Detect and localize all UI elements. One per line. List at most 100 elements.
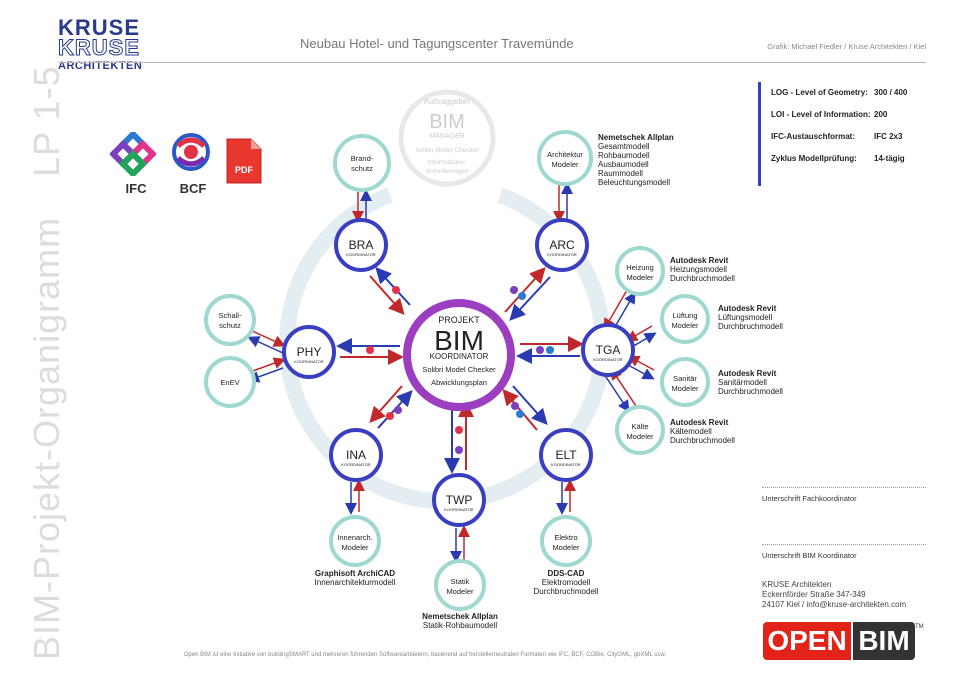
pdf-transfer-icon bbox=[366, 346, 374, 354]
coordinator-twp[interactable]: TWP KOORDINATOR bbox=[432, 473, 486, 527]
modeler-kaelte[interactable] bbox=[615, 405, 665, 455]
info-row-cycle: Zyklus Modellprüfung:14-tägig bbox=[771, 154, 926, 163]
modeler-label: Lüftung bbox=[672, 311, 697, 320]
logo-line2: KRUSE bbox=[58, 35, 141, 60]
center-line1: PROJEKT bbox=[438, 315, 480, 325]
modeler-label: EnEV bbox=[220, 378, 239, 387]
transfer-icons bbox=[366, 286, 554, 454]
modeler-label: Modeler bbox=[341, 543, 369, 552]
coordinator-tga[interactable]: TGA KOORDINATOR bbox=[581, 323, 635, 377]
coordinator-sub: KOORDINATOR bbox=[593, 357, 623, 362]
info-value: 14-tägig bbox=[874, 154, 905, 163]
ifc-logo-icon bbox=[108, 129, 158, 179]
coordinator-sub: KOORDINATOR bbox=[294, 359, 324, 364]
modeler-label: Elektro bbox=[554, 533, 577, 542]
info-value: 300 / 400 bbox=[874, 88, 908, 97]
modeler-innenarchitektur[interactable] bbox=[329, 515, 381, 567]
coordinator-label: TWP bbox=[446, 493, 473, 507]
pdf-label: PDF bbox=[235, 165, 253, 175]
client-line1: Auftraggeber bbox=[424, 97, 471, 106]
model-line: Kältemodell bbox=[670, 427, 712, 436]
model-line: Innenarchitekturmodell bbox=[314, 578, 396, 587]
address-line: KRUSE Architekten bbox=[762, 580, 832, 589]
modeler-label: schutz bbox=[219, 321, 241, 330]
info-value: 200 bbox=[874, 110, 888, 119]
kruse-logo: KRUSE KRUSE ARCHITEKTEN bbox=[58, 17, 150, 73]
model-line: Durchbruchmodell bbox=[670, 436, 735, 445]
modeler-schallschutz[interactable] bbox=[204, 294, 256, 346]
client-line3: MANAGER bbox=[429, 133, 464, 140]
modeler-heizung[interactable] bbox=[615, 246, 665, 296]
model-line: Durchbruchmodell bbox=[718, 387, 783, 396]
coordinator-label: ELT bbox=[555, 448, 577, 462]
model-line: Durchbruchmodell bbox=[533, 587, 599, 596]
model-line: Elektromodell bbox=[541, 578, 591, 587]
model-line: Raummodell bbox=[598, 169, 643, 178]
software-title: Autodesk Revit bbox=[718, 369, 777, 378]
ifc-label: IFC bbox=[125, 181, 147, 196]
modeler-brandschutz[interactable] bbox=[333, 134, 391, 192]
modeler-label: Modeler bbox=[552, 543, 580, 552]
modeler-label: Brand- bbox=[351, 154, 374, 163]
model-line: Ausbaumodell bbox=[598, 160, 649, 169]
center-line2: BIM bbox=[434, 325, 484, 356]
model-line: Durchbruchmodell bbox=[718, 322, 783, 331]
address-line: Eckernförder Straße 347-349 bbox=[762, 590, 866, 599]
ifc-transfer-icon bbox=[510, 286, 518, 294]
modeler-elektro[interactable] bbox=[540, 515, 592, 567]
ifc-transfer-icon bbox=[536, 346, 544, 354]
model-line: Sanitärmodell bbox=[718, 378, 767, 387]
modeler-lueftung[interactable] bbox=[660, 294, 710, 344]
bcf-transfer-icon bbox=[392, 286, 400, 294]
signature-bim-koordinator[interactable]: Unterschrift BIM Koordinator bbox=[762, 544, 926, 560]
bcf-transfer-icon bbox=[516, 410, 524, 418]
pdf-format: PDF bbox=[225, 137, 265, 185]
model-line: Rohbaumodell bbox=[598, 151, 650, 160]
modeler-label: Modeler bbox=[671, 321, 699, 330]
software-statik: Nemetschek Allplan Statik-Rohbaumodell bbox=[405, 612, 515, 630]
modeler-statik[interactable] bbox=[434, 559, 486, 611]
coordinator-label: BRA bbox=[349, 238, 374, 252]
signature-fachkoordinator[interactable]: Unterschrift Fachkoordinator bbox=[762, 487, 926, 503]
coordinator-label: INA bbox=[346, 448, 366, 462]
software-elektro: DDS-CAD Elektromodell Durchbruchmodell bbox=[516, 569, 616, 596]
coordinator-sub: KOORDINATOR bbox=[341, 462, 371, 467]
coordinator-sub: KOORDINATOR bbox=[346, 252, 376, 257]
coordinator-sub: KOORDINATOR bbox=[444, 507, 474, 512]
bcf-logo-icon bbox=[172, 133, 210, 171]
info-key: IFC-Austauschformat: bbox=[771, 132, 856, 141]
coordinator-arc[interactable]: ARC KOORDINATOR bbox=[535, 218, 589, 272]
modeler-label: Sanitär bbox=[673, 374, 697, 383]
client-line6: Anforderungen bbox=[425, 168, 468, 175]
software-title: Autodesk Revit bbox=[670, 418, 729, 427]
info-row-log: LOG - Level of Geometry:300 / 400 bbox=[771, 88, 926, 97]
modeler-enev[interactable] bbox=[204, 356, 256, 408]
modeler-label: Statik bbox=[451, 577, 470, 586]
modeler-sanitaer[interactable] bbox=[660, 357, 710, 407]
bcf-transfer-icon bbox=[518, 292, 526, 300]
coordinator-elt[interactable]: ELT KOORDINATOR bbox=[539, 428, 593, 482]
software-heizung: Autodesk Revit Heizungsmodell Durchbruch… bbox=[670, 256, 735, 283]
software-kaelte: Autodesk Revit Kältemodell Durchbruchmod… bbox=[670, 418, 735, 445]
modeler-label: Modeler bbox=[626, 432, 654, 441]
openbim-logo: OPEN BIM TM bbox=[763, 622, 924, 660]
address-line: 24107 Kiel / info@kruse-architekten.com bbox=[762, 600, 907, 609]
company-address: KRUSE Architekten Eckernförder Straße 34… bbox=[762, 580, 906, 610]
coordinator-bra[interactable]: BRA KOORDINATOR bbox=[334, 218, 388, 272]
coordinator-ina[interactable]: INA KOORDINATOR bbox=[329, 428, 383, 482]
model-line: Durchbruchmodell bbox=[670, 274, 735, 283]
modeler-label: Modeler bbox=[671, 384, 699, 393]
model-line: Gesamtmodell bbox=[598, 142, 650, 151]
bim-coordinator-node[interactable] bbox=[403, 299, 515, 411]
coordinator-phy[interactable]: PHY KOORDINATOR bbox=[282, 325, 336, 379]
modeler-label: Modeler bbox=[626, 273, 654, 282]
modeler-label: Modeler bbox=[551, 160, 579, 169]
info-row-loi: LOI - Level of Information:200 bbox=[771, 110, 926, 119]
modeler-label: Kälte bbox=[631, 422, 648, 431]
modeler-architektur[interactable] bbox=[537, 130, 593, 186]
coordinator-label: ARC bbox=[549, 238, 575, 252]
coordinator-label: TGA bbox=[596, 343, 621, 357]
ifc-transfer-icon bbox=[394, 406, 402, 414]
modeler-label: Schall- bbox=[219, 311, 242, 320]
